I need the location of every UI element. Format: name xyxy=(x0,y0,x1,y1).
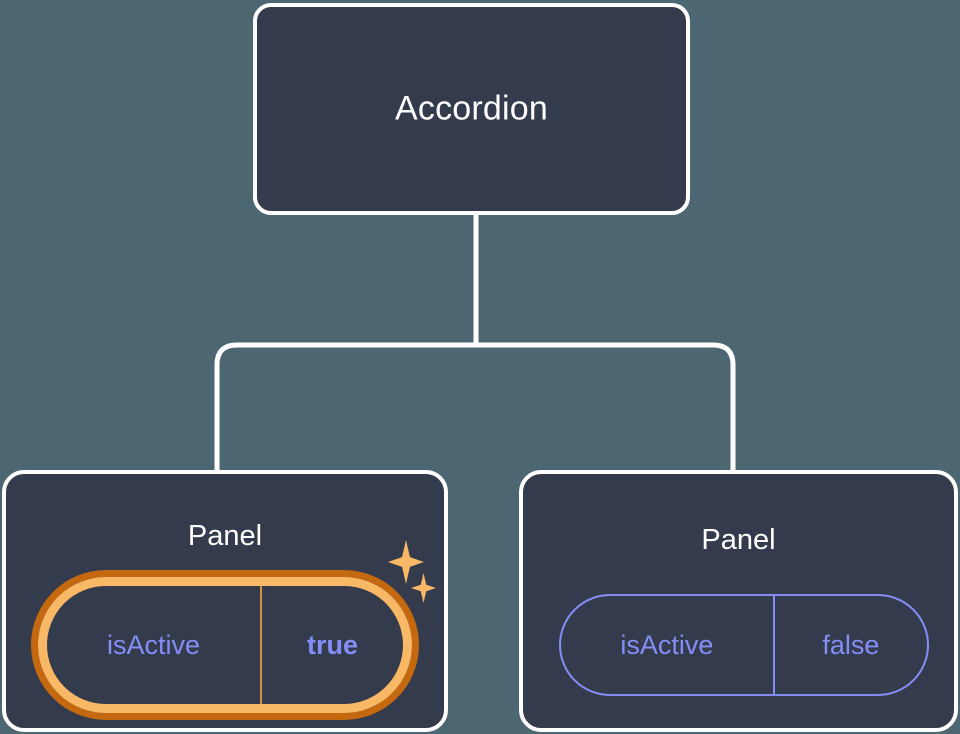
prop-key: isActive xyxy=(561,596,775,694)
prop-pill-isactive-false[interactable]: isActive false xyxy=(559,594,929,696)
prop-value: true xyxy=(306,629,358,660)
connector-branch-bus xyxy=(214,342,736,470)
prop-key: isActive xyxy=(47,586,262,704)
node-panel-inactive[interactable]: Panel isActive false xyxy=(519,470,958,732)
node-panel-inactive-title: Panel xyxy=(701,524,776,556)
node-accordion[interactable]: Accordion xyxy=(253,3,690,215)
node-panel-active[interactable]: Panel isActive true xyxy=(2,470,448,732)
node-panel-active-title: Panel xyxy=(187,520,263,552)
node-accordion-title: Accordion xyxy=(395,89,548,128)
prop-pill-isactive-true[interactable]: isActive true xyxy=(38,577,412,713)
prop-value: false xyxy=(822,629,880,660)
